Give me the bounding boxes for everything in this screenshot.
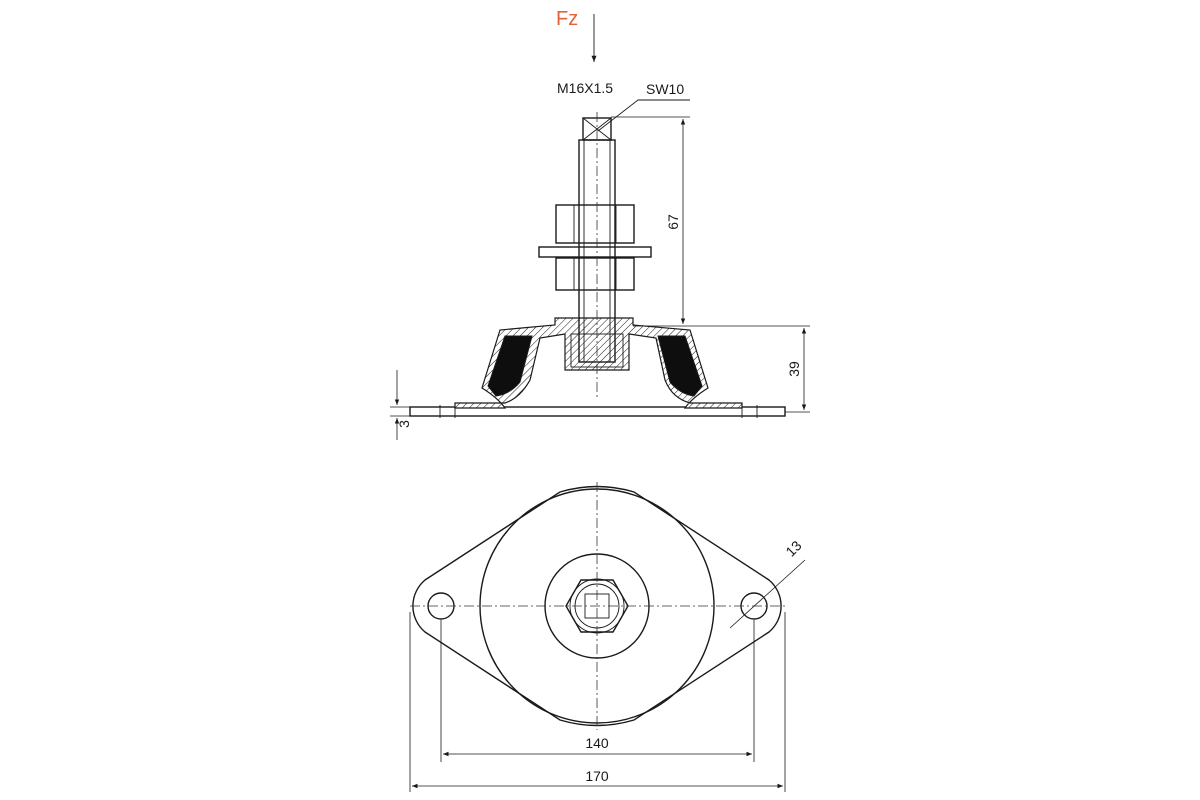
base-plate (409, 406, 786, 417)
dim-plate-thickness: 3 (396, 420, 412, 428)
dim-hole-diameter: 13 (782, 537, 804, 559)
upper-nut (555, 204, 635, 244)
force-indicator: Fz (556, 8, 597, 62)
rubber-left (487, 335, 533, 397)
thread-label: M16X1.5 (557, 80, 613, 96)
wrench-size-label: SW10 (646, 81, 684, 97)
side-view: M16X1.5 SW10 67 39 3 (390, 80, 810, 440)
dim-overall-length: 170 (585, 768, 609, 784)
dim-mount-height: 39 (786, 361, 802, 377)
top-view: 13 140 170 (409, 482, 806, 792)
hole-diameter-leader (729, 559, 806, 629)
lower-nut (555, 257, 635, 291)
force-label: Fz (556, 8, 578, 30)
dim-stud-height: 67 (665, 214, 681, 230)
rubber-right (657, 335, 703, 397)
flange-outline (412, 485, 782, 727)
dim-hole-spacing: 140 (585, 735, 609, 751)
wrench-leader (597, 99, 690, 132)
washer (538, 246, 652, 258)
